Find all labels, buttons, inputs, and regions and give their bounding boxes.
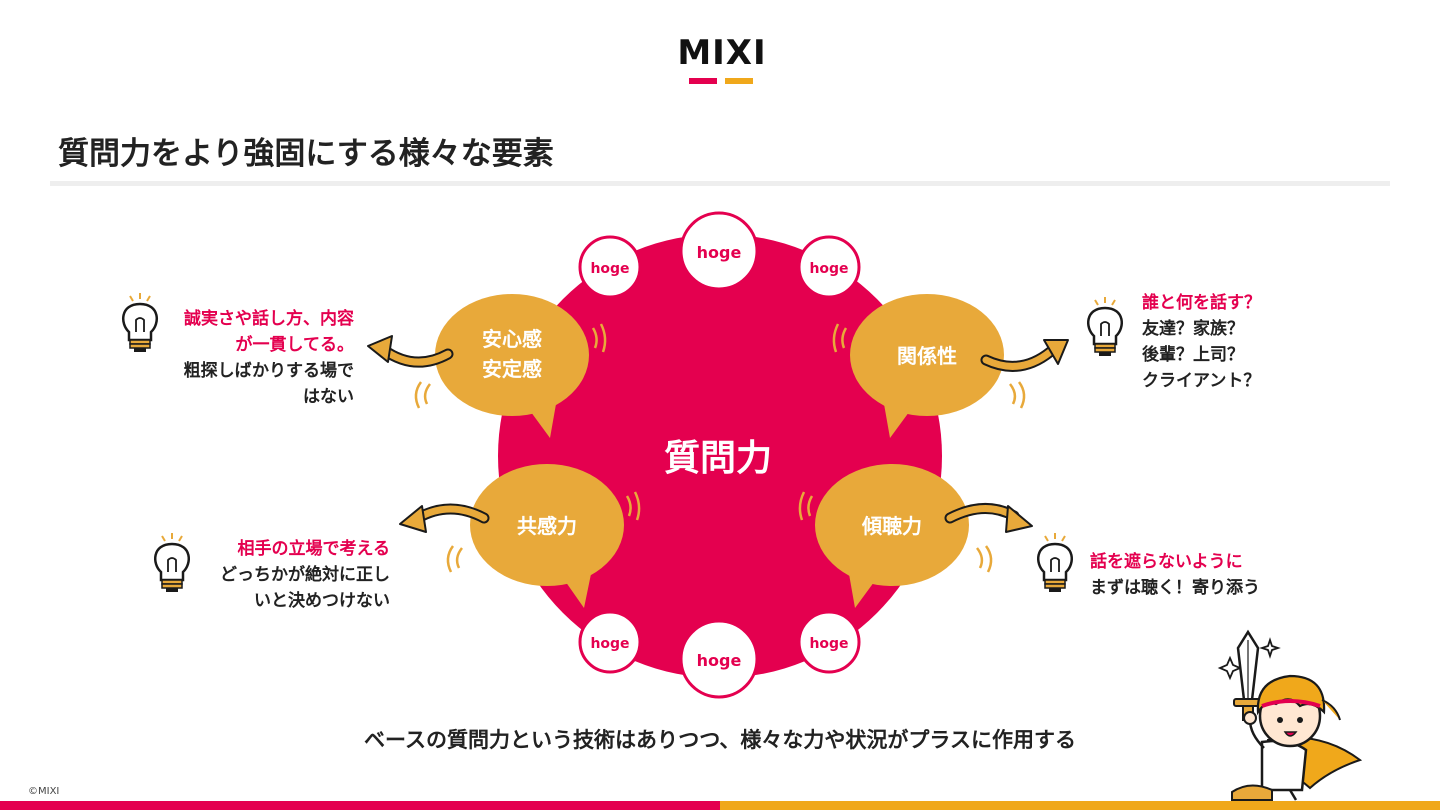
hero-mascot-illustration <box>1220 632 1360 800</box>
svg-text:hoge: hoge <box>697 651 742 670</box>
copyright-text: ©MIXI <box>28 786 59 797</box>
svg-text:安定感: 安定感 <box>482 357 542 381</box>
lightbulb-icon <box>123 293 157 352</box>
note-text: 友達？家族？ <box>1142 316 1261 342</box>
note-highlight: が一貫してる。 <box>184 332 354 358</box>
svg-text:関係性: 関係性 <box>897 344 957 368</box>
hoge-circle: hoge <box>799 237 859 297</box>
hoge-circle: hoge <box>681 621 757 697</box>
footer-bar-pink <box>0 801 720 810</box>
note-highlight: 話を遮らないように <box>1090 549 1260 575</box>
hoge-circle: hoge <box>681 213 757 289</box>
svg-text:hoge: hoge <box>809 261 848 277</box>
note-text: クライアント？ <box>1142 368 1261 394</box>
svg-text:hoge: hoge <box>590 636 629 652</box>
slide-caption: ベースの質問力という技術はありつつ、様々な力や状況がプラスに作用する <box>0 724 1440 754</box>
hoge-circle: hoge <box>799 612 859 672</box>
lightbulb-icon <box>1038 533 1072 592</box>
note-highlight: 相手の立場で考える <box>220 536 390 562</box>
note-text: 後輩？上司？ <box>1142 342 1261 368</box>
note-empathy: 相手の立場で考える どっちかが絶対に正し いと決めつけない <box>220 536 390 614</box>
center-label: 質問力 <box>664 438 772 479</box>
note-text: はない <box>184 384 354 410</box>
note-text: 粗探しばかりする場で <box>184 358 354 384</box>
note-listening: 話を遮らないように まずは聴く！寄り添う <box>1090 549 1260 601</box>
svg-text:共感力: 共感力 <box>517 514 577 538</box>
svg-text:安心感: 安心感 <box>482 327 542 351</box>
note-relationship: 誰と何を話す？ 友達？家族？ 後輩？上司？ クライアント？ <box>1142 290 1261 394</box>
lightbulb-icon <box>155 533 189 592</box>
svg-text:hoge: hoge <box>590 261 629 277</box>
hoge-circle: hoge <box>580 237 640 297</box>
note-text: いと決めつけない <box>220 588 390 614</box>
note-highlight: 誰と何を話す？ <box>1142 290 1261 316</box>
svg-text:hoge: hoge <box>809 636 848 652</box>
note-highlight: 誠実さや話し方、内容 <box>184 306 354 332</box>
lightbulb-icon <box>1088 297 1122 356</box>
hoge-circle: hoge <box>580 612 640 672</box>
svg-text:hoge: hoge <box>697 243 742 262</box>
note-text: まずは聴く！寄り添う <box>1090 575 1260 601</box>
note-text: どっちかが絶対に正し <box>220 562 390 588</box>
note-security: 誠実さや話し方、内容 が一貫してる。 粗探しばかりする場で はない <box>184 306 354 410</box>
footer-bar-orange <box>720 801 1440 810</box>
svg-text:傾聴力: 傾聴力 <box>861 514 922 538</box>
